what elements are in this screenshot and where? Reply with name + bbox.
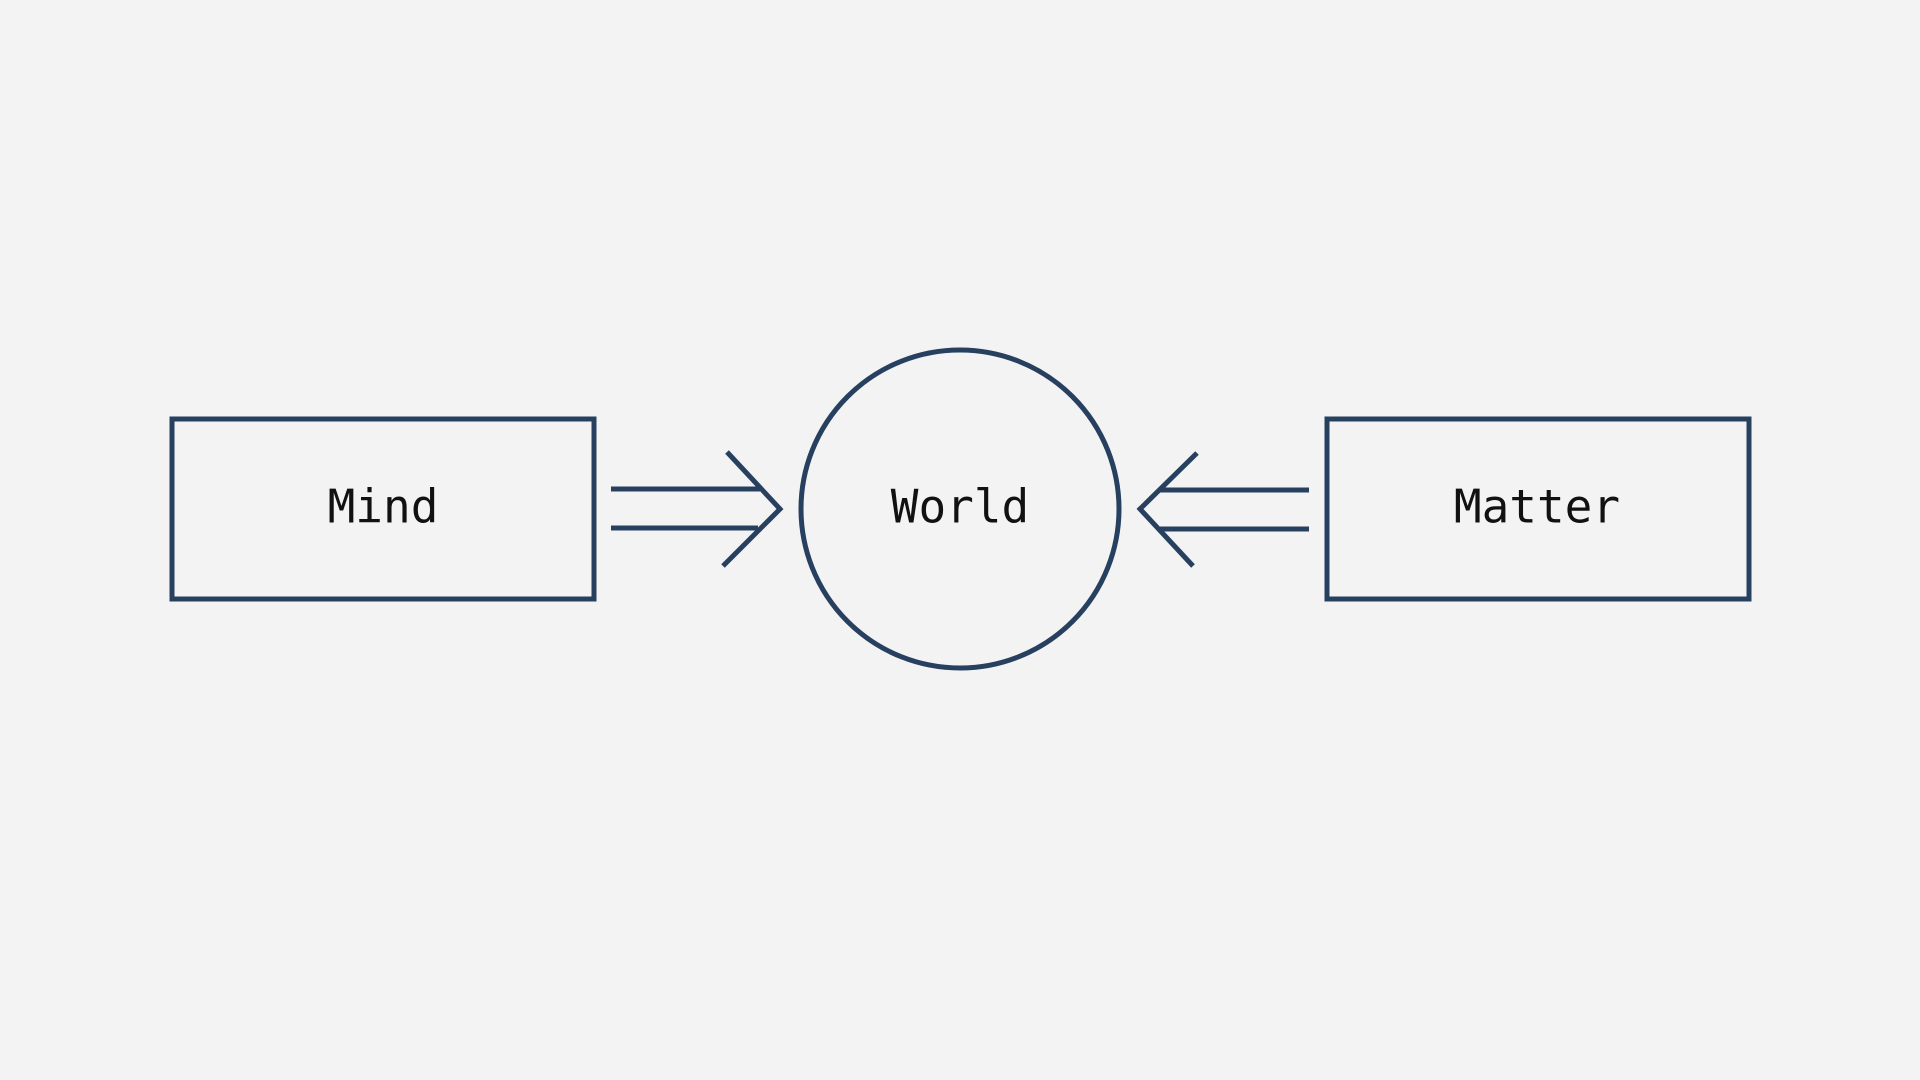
mind-to-world-arrow xyxy=(611,450,784,568)
mind-box xyxy=(169,416,597,602)
mind-label: Mind xyxy=(328,480,439,534)
world-node: World xyxy=(798,347,1122,671)
arrow-head xyxy=(721,450,784,568)
matter-to-world-arrow xyxy=(1136,451,1309,568)
matter-box xyxy=(1324,416,1752,602)
matter-node: Matter xyxy=(1324,416,1752,602)
matter-label: Matter xyxy=(1454,480,1620,534)
mind-node: Mind xyxy=(169,416,597,602)
world-label: World xyxy=(891,480,1029,534)
world-circle xyxy=(798,347,1122,671)
arrow-head xyxy=(1136,451,1199,568)
